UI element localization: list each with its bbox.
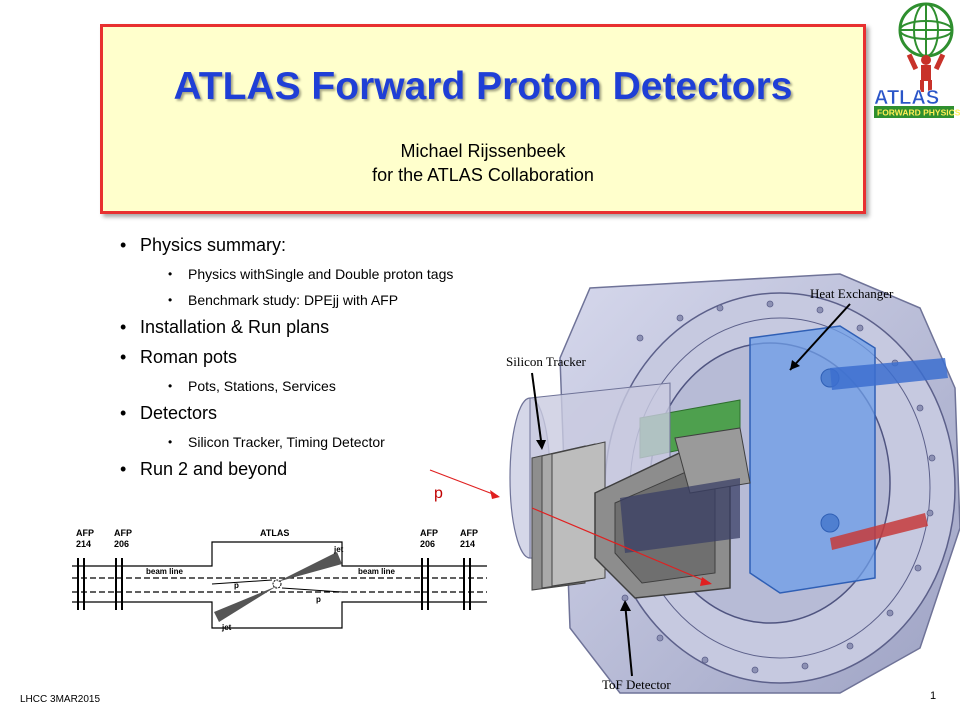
- detector-illustration: Heat Exchanger Silicon Tracker ToF Detec…: [429, 273, 960, 694]
- logo-word: ATLAS: [874, 87, 939, 109]
- proton-left-label: p: [234, 581, 239, 590]
- globe-icon: [898, 2, 954, 58]
- heat-exchanger-label: Heat Exchanger: [810, 286, 894, 301]
- beam-line-right-label: beam line: [358, 567, 395, 576]
- sub-bullet-item: Pots, Stations, Services: [100, 374, 520, 400]
- jet-top-cone: [277, 552, 342, 582]
- bullet-item: Roman pots: [100, 344, 520, 374]
- heat-exchanger-block: [749, 325, 876, 594]
- page-number: 1: [930, 690, 937, 702]
- jet-top-label: jet: [333, 545, 344, 554]
- beam-line-left-label: beam line: [146, 567, 183, 576]
- sub-bullet-item: Physics withSingle and Double proton tag…: [100, 262, 520, 288]
- logo-subword: FORWARD PHYSICS: [877, 108, 960, 118]
- bullet-item: Physics summary:: [100, 232, 520, 262]
- title-box: ATLAS Forward Proton Detectors Michael R…: [100, 24, 866, 214]
- collaboration-name: for the ATLAS Collaboration: [372, 165, 594, 185]
- author-name: Michael Rijssenbeek: [400, 141, 566, 161]
- bullet-item: Run 2 and beyond: [100, 456, 520, 486]
- atlas-figure-icon: [906, 53, 946, 92]
- slide-title: ATLAS Forward Proton Detectors: [173, 65, 793, 108]
- bullet-item: Installation & Run plans: [100, 314, 520, 344]
- jet-bottom-label: jet: [221, 623, 232, 632]
- bullet-item: Detectors: [100, 400, 520, 430]
- silicon-tracker-label: Silicon Tracker: [506, 354, 586, 369]
- title-subtitle: Michael Rijssenbeek for the ATLAS Collab…: [103, 139, 863, 187]
- atlas-label: ATLAS: [260, 528, 289, 538]
- proton-label: p: [434, 485, 443, 502]
- sub-bullet-item: Benchmark study: DPEjj with AFP: [100, 288, 520, 314]
- bullet-list: Physics summary: Physics withSingle and …: [100, 232, 520, 486]
- silicon-tracker-stack: [531, 441, 606, 591]
- sub-bullet-item: Silicon Tracker, Timing Detector: [100, 430, 520, 456]
- tof-detector-label: ToF Detector: [602, 677, 671, 692]
- footer-event-label: LHCC 3MAR2015: [20, 694, 101, 705]
- atlas-forward-physics-logo: ATLAS FORWARD PHYSICS: [874, 2, 960, 118]
- jet-bottom-cone: [214, 586, 277, 622]
- proton-right-label: p: [316, 595, 321, 604]
